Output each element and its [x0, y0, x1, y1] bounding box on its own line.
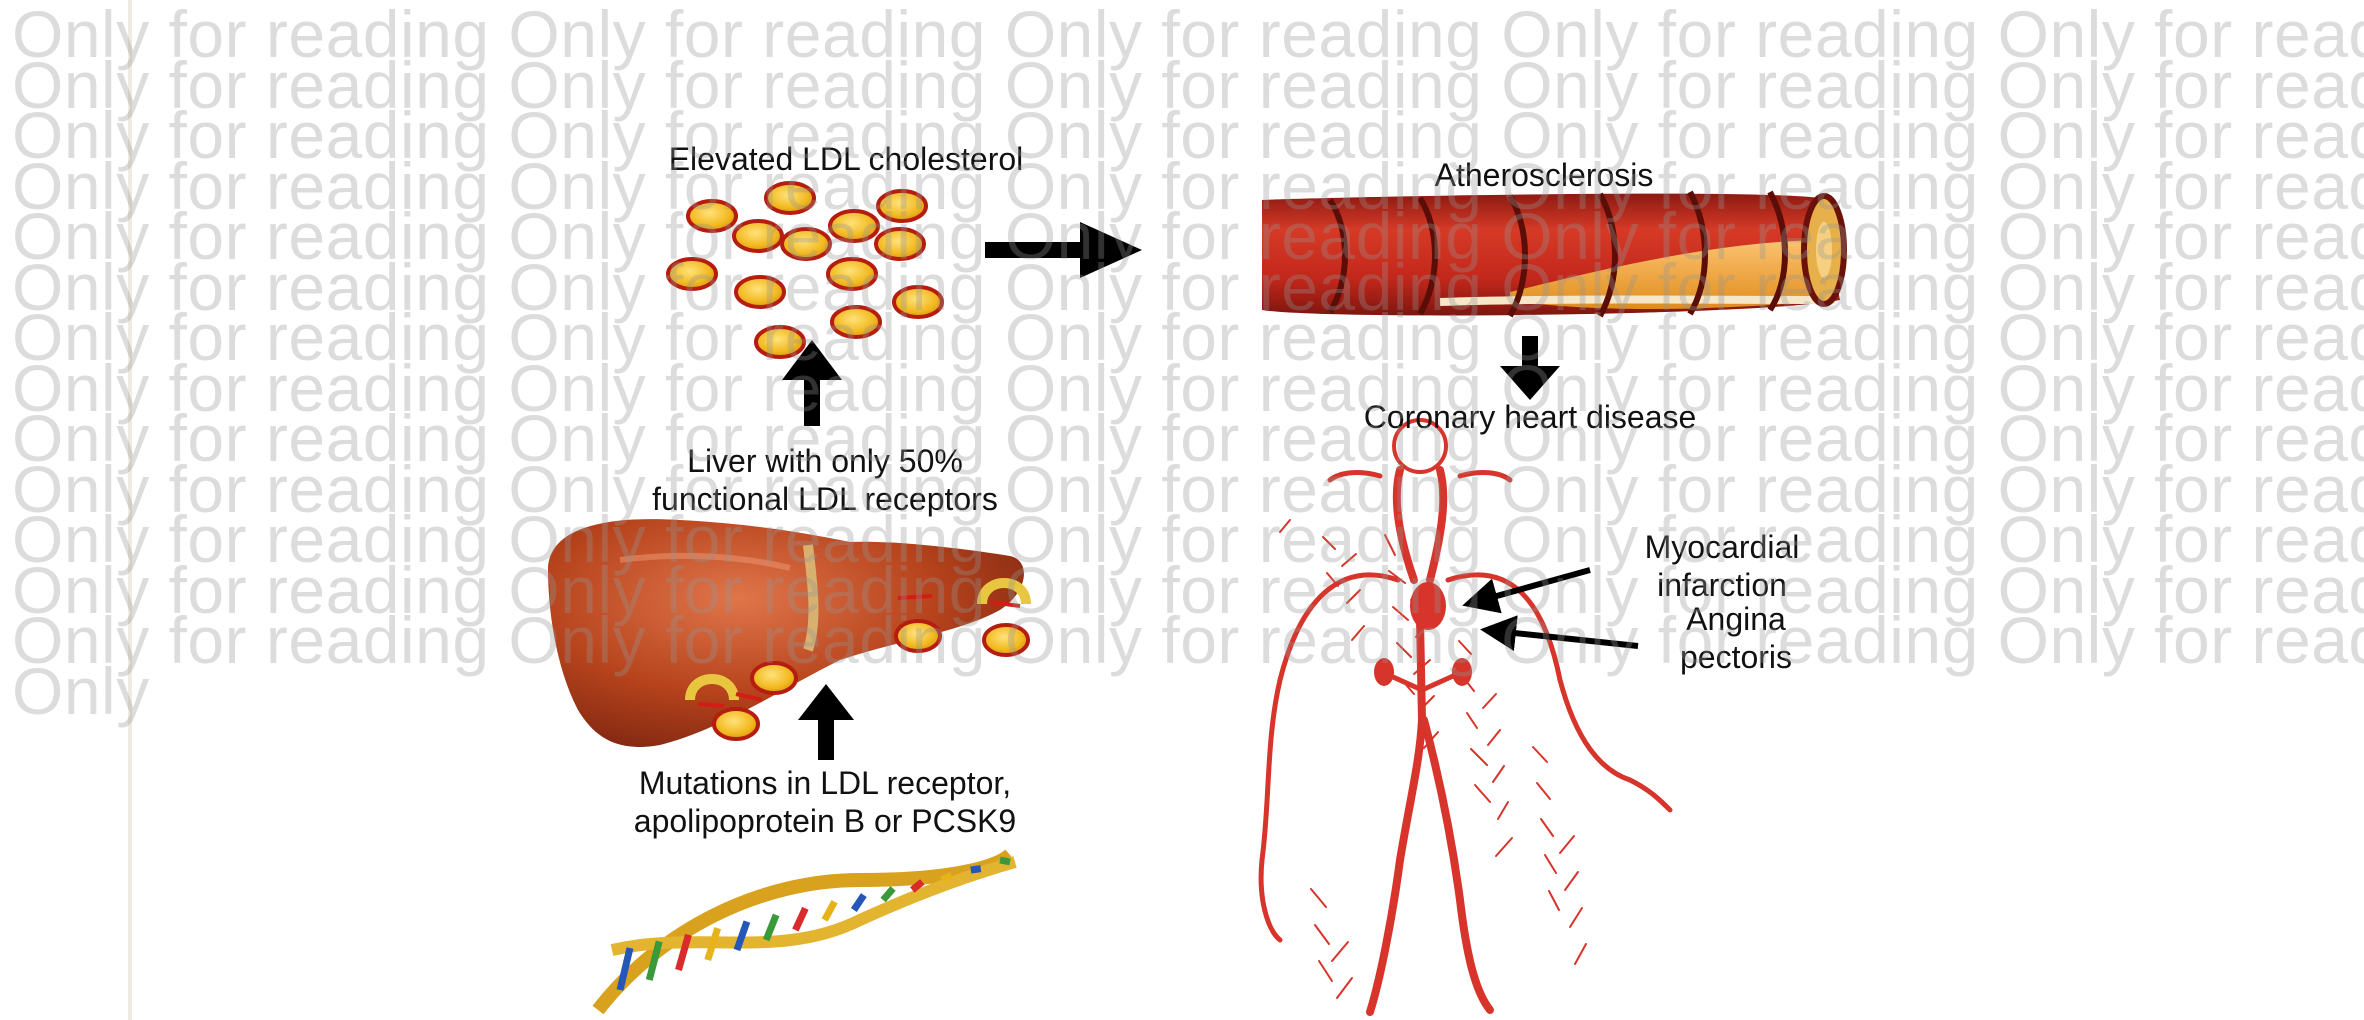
- dna-rung: [825, 902, 835, 920]
- ldl-particle-icon: [878, 191, 926, 221]
- arrow-down-icon: [1500, 336, 1560, 400]
- ldl-particle-icon: [766, 183, 814, 213]
- vessel-branch: [1352, 626, 1364, 640]
- vessel-branch: [1560, 836, 1574, 853]
- vessel-path: [1330, 473, 1380, 480]
- vessel-branch: [1496, 838, 1512, 856]
- vessel-branch: [1342, 554, 1356, 566]
- receptor-mark: [898, 596, 932, 598]
- ldl-particle-icon: [668, 259, 716, 289]
- ldl-particle-icon: [984, 625, 1028, 655]
- dna-icon: [598, 855, 1015, 1010]
- elevated-ldl-label: Elevated LDL cholesterol: [669, 140, 1024, 178]
- dna-rung: [942, 875, 952, 880]
- atherosclerosis-label: Atherosclerosis: [1435, 156, 1654, 194]
- ldl-particle-icon: [714, 709, 758, 739]
- ldl-particle-icon: [736, 277, 784, 307]
- vessel-path: [1261, 860, 1280, 940]
- vessel-path: [1448, 575, 1630, 780]
- dna-rung: [854, 895, 864, 910]
- dna-rung: [795, 908, 805, 930]
- ldl-particle-icon: [756, 327, 804, 357]
- ldl-particle-icon: [752, 663, 796, 693]
- body-circulation-icon: [1261, 420, 1670, 1012]
- vessel-branch: [1533, 747, 1547, 762]
- arrow-up-icon-2: [798, 684, 854, 760]
- vessel-branch: [1467, 713, 1477, 728]
- vessel-branch: [1319, 961, 1332, 981]
- vessel-branch: [1459, 641, 1471, 654]
- vessel-branch: [1570, 908, 1582, 927]
- dna-rung: [708, 928, 718, 960]
- vessel-branch: [1475, 785, 1490, 802]
- vessel-branch: [1545, 855, 1556, 873]
- liver-icon: [548, 519, 1024, 747]
- vessel-branch: [1471, 749, 1487, 765]
- ldl-particle-icon: [828, 259, 876, 289]
- vessel-branch: [1311, 889, 1326, 907]
- vessel-branch: [1393, 607, 1408, 620]
- arrow-right-icon: [985, 222, 1142, 278]
- ldl-particle-icon: [782, 229, 830, 259]
- vessel-branch: [1332, 942, 1348, 961]
- dna-rung: [883, 888, 893, 900]
- vessel-branch: [1337, 978, 1352, 998]
- liver-label: Liver with only 50% functional LDL recep…: [652, 442, 998, 518]
- receptor-mark: [698, 704, 724, 706]
- vessel-branch: [1483, 694, 1496, 708]
- vessel-branch: [1347, 590, 1360, 603]
- vessel-path: [1397, 470, 1414, 580]
- ldl-particle-icon: [832, 307, 880, 337]
- ldl-particle-icon: [876, 229, 924, 259]
- ldl-particle-icon: [830, 211, 878, 241]
- vessel-branch: [1549, 891, 1559, 910]
- vessel-path: [1630, 780, 1670, 810]
- angina-label: Angina pectoris: [1680, 600, 1792, 676]
- vessel-branch: [1323, 537, 1335, 549]
- coronary-label: Coronary heart disease: [1364, 398, 1697, 436]
- myocardial-label: Myocardial infarction: [1645, 528, 1800, 604]
- vessel-branch: [1541, 819, 1553, 836]
- vessel-path: [1460, 473, 1510, 480]
- pointer-arrows: [1468, 570, 1638, 646]
- vessel-branch: [1493, 766, 1504, 782]
- vessel-branch: [1575, 944, 1586, 964]
- ldl-particle-icon: [688, 201, 736, 231]
- vessel-path: [1424, 720, 1490, 1010]
- vessel-branch: [1498, 802, 1508, 819]
- vessel-branch: [1537, 783, 1550, 799]
- ldl-particles-icon: [668, 183, 942, 357]
- vessel-branch: [1280, 520, 1290, 532]
- dna-rung: [971, 869, 981, 870]
- mutations-label: Mutations in LDL receptor, apolipoprotei…: [634, 764, 1016, 840]
- vessel-branch: [1315, 925, 1329, 944]
- vessel-branch: [1385, 535, 1395, 555]
- vessel-path: [1430, 470, 1443, 580]
- vessel-branch: [1397, 643, 1411, 657]
- vessel-path: [1262, 575, 1398, 860]
- ldl-particle-icon: [894, 287, 942, 317]
- vessel-branch: [1488, 730, 1500, 745]
- artery-icon: [1262, 192, 1844, 316]
- ldl-particle-icon: [896, 621, 940, 651]
- dna-rung: [1000, 860, 1010, 862]
- vessel-branch: [1565, 872, 1578, 890]
- ldl-particle-icon: [734, 221, 782, 251]
